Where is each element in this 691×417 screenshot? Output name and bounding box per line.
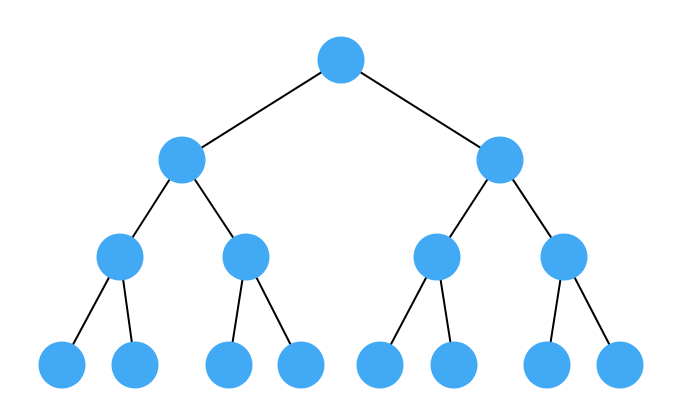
tree-node-n8 <box>111 341 159 389</box>
tree-node-n3 <box>96 233 144 281</box>
edge-n0-n1 <box>181 59 342 161</box>
tree-node-n12 <box>430 341 478 389</box>
tree-node-n5 <box>413 233 461 281</box>
tree-node-n4 <box>222 233 270 281</box>
tree-node-n7 <box>38 341 86 389</box>
nodes-layer <box>38 36 644 389</box>
tree-node-n2 <box>476 136 524 184</box>
tree-node-n9 <box>205 341 253 389</box>
edge-n0-n2 <box>340 59 501 161</box>
tree-node-n1 <box>158 136 206 184</box>
tree-node-n11 <box>356 341 404 389</box>
tree-node-n0 <box>317 36 365 84</box>
tree-node-n14 <box>596 341 644 389</box>
tree-node-n6 <box>540 233 588 281</box>
tree-node-n13 <box>523 341 571 389</box>
edges-layer <box>61 59 621 366</box>
tree-node-n10 <box>277 341 325 389</box>
